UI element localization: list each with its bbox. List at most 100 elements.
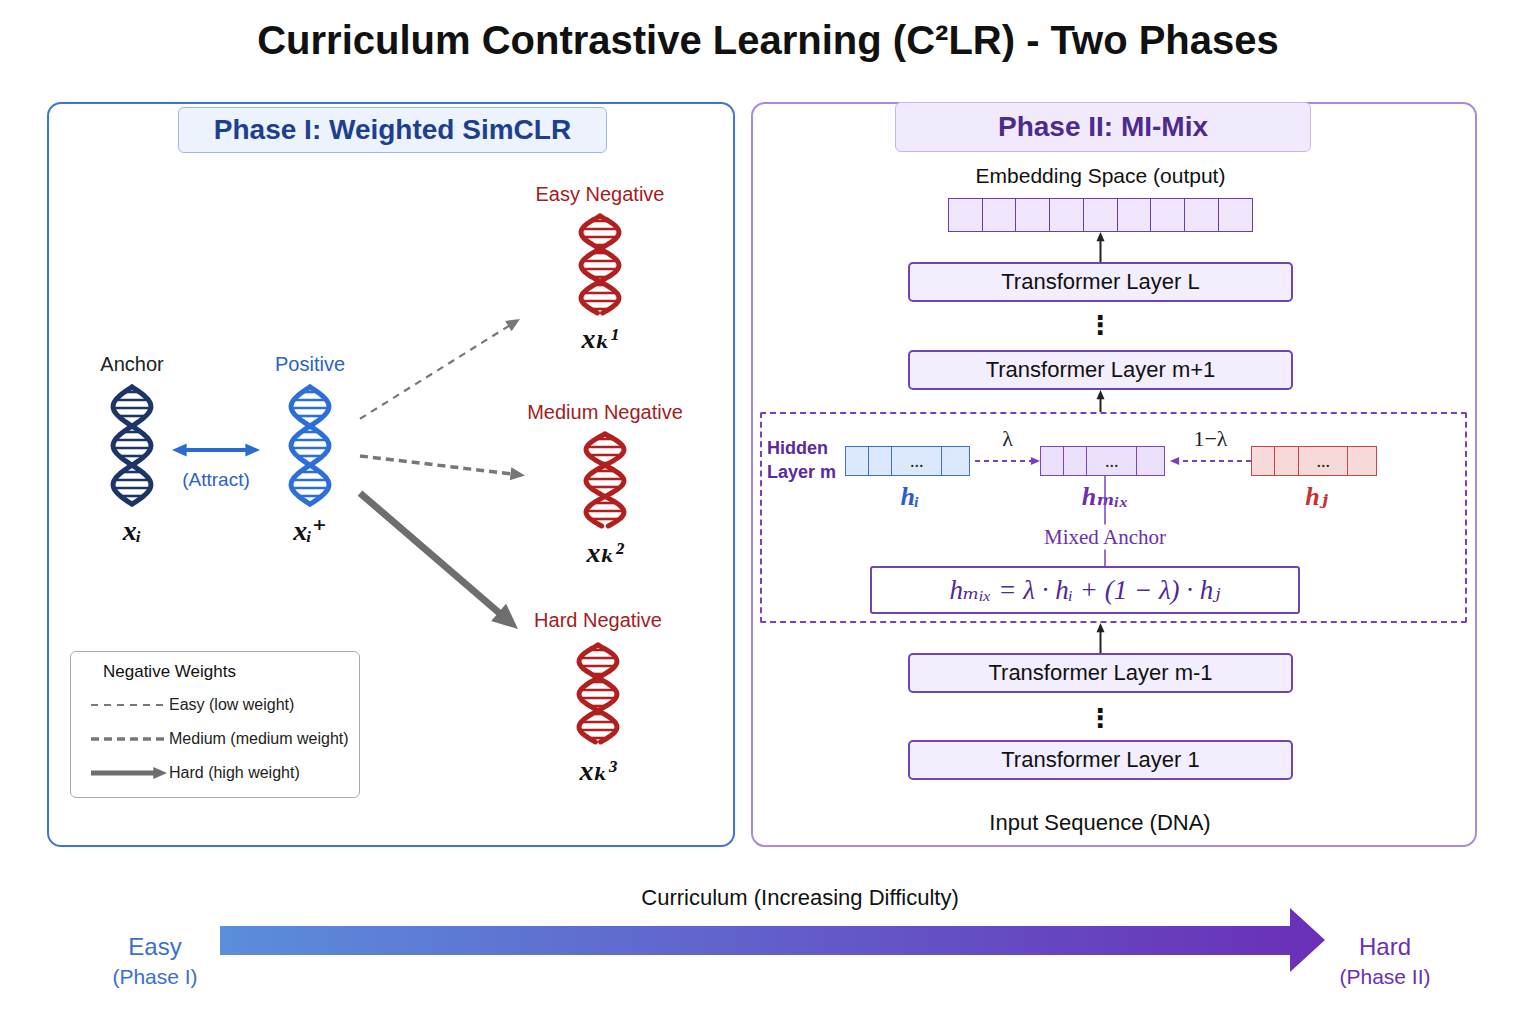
dna-rung [581,688,616,691]
axis-end-label: Hard [1359,933,1411,961]
dna-rung [582,267,618,270]
transformer-layer: Transformer Layer m+1 [908,350,1293,390]
arrow-head [1096,390,1104,399]
dna-strand [579,645,617,742]
sample-symbol: xₖ³ [579,754,616,788]
vector-cell [1117,198,1152,232]
sample-label: Positive [275,352,345,376]
dna-rung [292,478,327,481]
connector [1100,398,1102,413]
vector-cell [1274,446,1299,476]
curriculum-arrow [220,908,1325,972]
dna-rung [582,299,618,302]
dna-icon [286,383,334,508]
sample-symbol: xᵢ [123,514,142,548]
legend-line [91,771,155,776]
region-label: Hidden Layer m [767,436,841,484]
legend-text: Medium (medium weight) [169,729,349,749]
connector [1178,460,1252,462]
legend-line [91,704,167,706]
dna-strand [113,387,151,504]
vector-cell [1218,198,1253,232]
connector [360,325,510,419]
vector-cell [941,446,971,476]
dna-icon [574,641,622,746]
dna-strand [586,434,624,526]
legend-arrow-head [153,767,167,779]
sample-label: Medium Negative [527,400,683,424]
transformer-layer: Transformer Layer 1 [908,740,1293,780]
layer-label: Transformer Layer L [1001,269,1199,295]
dna-icon [108,383,156,508]
dna-strand [291,387,329,504]
connector [360,456,513,474]
dna-rung [580,656,616,659]
sample-label: Hard Negative [534,608,662,632]
vector-cell [982,198,1017,232]
formula-box: hₘᵢₓ = λ · hᵢ + (1 − λ) · hⱼ [870,566,1300,614]
arrow-head [1096,232,1104,241]
ellipsis-dots: ⋮ [1087,703,1113,734]
axis-end-note: (Phase I) [112,965,197,989]
dna-rung [586,510,624,513]
vector-cell: ... [1086,446,1137,476]
dna-rung [586,478,623,481]
dna-strand [581,216,619,313]
sample-label: Anchor [100,352,163,376]
legend-row: Medium (medium weight) [71,726,359,752]
vector-cell [1150,198,1185,232]
sample-symbol: xᵢ⁺ [293,514,327,548]
diagram-title: Curriculum Contrastive Learning (C²LR) -… [0,18,1536,63]
dna-strand [586,434,624,526]
connector [360,493,502,615]
connector [1104,476,1106,566]
dna-rung [291,406,329,409]
ellipsis-dots: ⋮ [1087,310,1113,341]
transformer-layer: Transformer Layer m-1 [908,653,1293,693]
vector-row [948,198,1253,232]
arrow-head [172,443,187,456]
arrow-head [245,443,260,456]
vector-cell [1184,198,1219,232]
hidden-vector: ...hⱼ [1251,446,1382,476]
vector-row: ... [845,446,975,476]
vector-ellipsis: ... [1317,452,1331,470]
dna-rung [583,291,617,294]
legend-title: Negative Weights [103,662,236,682]
arrow-head [510,467,525,480]
embedding-vector: Embedding Space (output) [948,163,1253,232]
negative-dna: Hard Negative xₖ³ [518,608,678,788]
vector-symbol: hₘᵢₓ [1020,482,1190,512]
layer-label: Transformer Layer m+1 [986,357,1216,383]
dna-strand [581,216,619,313]
vector-cell: ... [1298,446,1349,476]
embedding-label: Embedding Space (output) [888,163,1313,189]
layer-label: Transformer Layer m-1 [988,660,1212,686]
anchor-dna: Anchor xᵢ [92,352,172,548]
sample-label: Easy Negative [536,182,665,206]
mixed-vector: ...hₘᵢₓ [1040,446,1170,476]
connector [1100,631,1102,654]
legend-text: Easy (low weight) [169,695,294,715]
vector-cell: ... [891,446,942,476]
vector-cell [1347,446,1377,476]
axis-title: Curriculum (Increasing Difficulty) [641,885,958,911]
dna-rung [292,486,329,489]
vector-cell [1063,446,1088,476]
dna-rung [114,478,149,481]
phase-panel: Embedding Space (output) Transformer Laye… [751,102,1477,847]
dna-rung [113,406,151,409]
dna-rung [116,398,149,401]
legend-row: Hard (high weight) [71,760,359,786]
transformer-layer: Transformer Layer L [908,262,1293,302]
dna-rung [114,486,151,489]
legend-sample [85,726,175,752]
legend-text: Hard (high weight) [169,763,300,783]
dna-rung [293,438,327,441]
connector [975,460,1033,462]
input-label: Input Sequence (DNA) [989,810,1210,836]
dna-rung [580,728,616,731]
negative-dna: Easy Negativexₖ¹ [520,182,680,356]
legend-line [91,737,167,741]
